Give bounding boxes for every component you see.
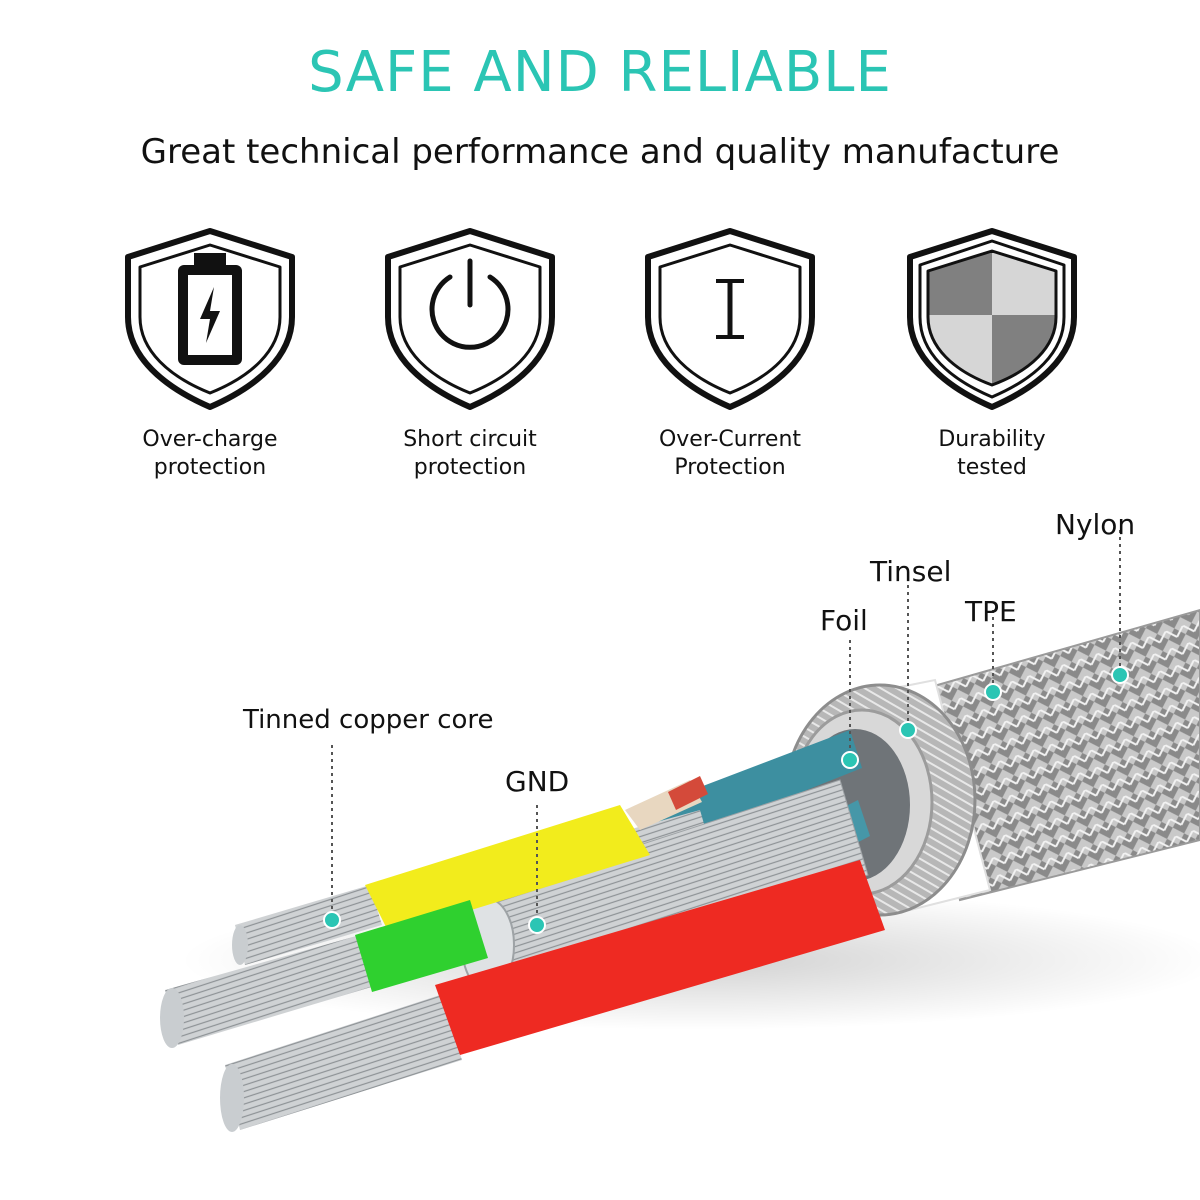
checkered-shield-icon [907,228,1077,410]
page-title: SAFE AND RELIABLE [308,40,892,105]
label-nylon: Nylon [1055,508,1136,541]
label-tinsel: Tinsel [870,555,952,588]
feature-short-circuit: Short circuit protection [370,225,570,482]
feature-overcharge: Over-charge protection [110,225,310,482]
feature-label: Over-charge protection [142,427,278,480]
feature-label: Durability tested [938,427,1046,480]
label-tpe: TPE [965,595,1017,628]
feature-label: Short circuit protection [403,427,537,480]
label-core: Tinned copper core [243,705,494,735]
feature-over-current: Over-Current Protection [630,225,830,482]
current-shield-icon [645,228,815,410]
battery-shield-icon [125,228,295,410]
feature-label: Over-Current Protection [658,427,802,480]
page-subtitle: Great technical performance and quality … [140,132,1060,172]
label-foil: Foil [820,604,868,637]
label-gnd: GND [505,765,570,798]
feature-durability: Durability tested [892,225,1092,482]
power-shield-icon [385,228,555,410]
cable-cross-section [160,530,1200,1132]
